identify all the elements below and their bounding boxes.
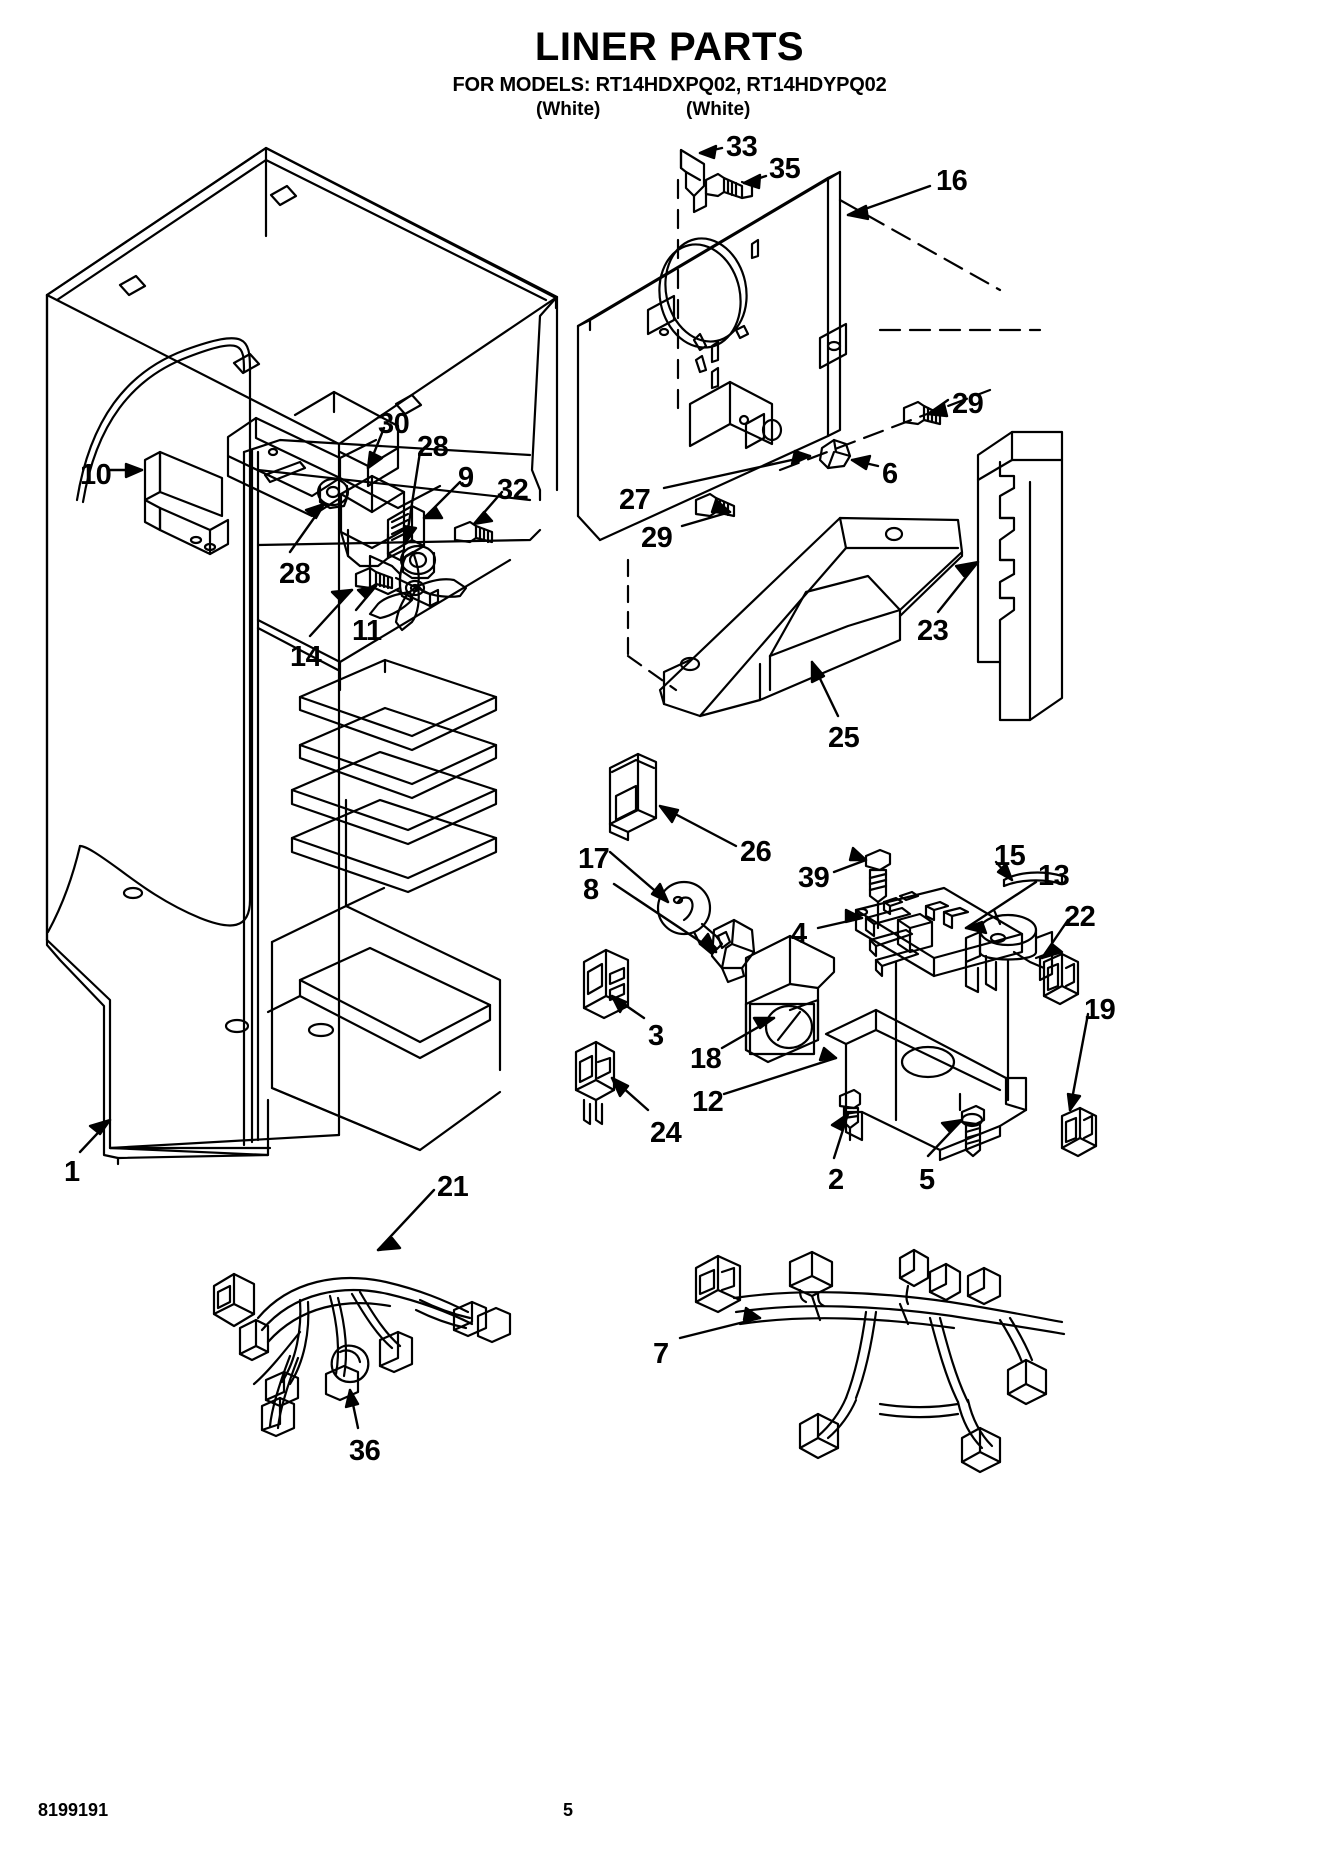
callout-number-29: 29 bbox=[641, 522, 673, 554]
part-24-connector bbox=[574, 1040, 616, 1126]
callout-number-11: 11 bbox=[352, 615, 382, 647]
part-11-fan-blade bbox=[368, 550, 468, 632]
callout-number-9: 9 bbox=[458, 462, 474, 494]
footer-page-number: 5 bbox=[562, 1800, 573, 1820]
callout-number-14: 14 bbox=[290, 641, 322, 673]
part-25-duct-cover bbox=[658, 516, 964, 718]
part-5-screw bbox=[960, 1104, 986, 1158]
callout-number-12: 12 bbox=[692, 1086, 724, 1118]
callout-number-35: 35 bbox=[769, 153, 801, 185]
callout-number-25: 25 bbox=[828, 722, 860, 754]
part-14-screw bbox=[354, 566, 394, 590]
callout-number-7: 7 bbox=[653, 1338, 669, 1370]
part-8-lamp-socket bbox=[710, 918, 756, 984]
callout-number-36: 36 bbox=[349, 1435, 381, 1467]
page-title: LINER PARTS bbox=[534, 25, 805, 69]
part-23-side-trim bbox=[976, 430, 1064, 722]
cabinet-liner-assembly bbox=[45, 146, 559, 1166]
part-21-wiring-harness bbox=[212, 1272, 512, 1438]
callout-number-33: 33 bbox=[726, 131, 758, 163]
part-19-connector bbox=[1060, 1106, 1098, 1158]
callout-number-1: 1 bbox=[64, 1156, 80, 1188]
callout-number-5: 5 bbox=[919, 1164, 935, 1196]
callout-number-28: 28 bbox=[417, 431, 449, 463]
model-subtitle: FOR MODELS: RT14HDXPQ02, RT14HDYPQ02 bbox=[452, 74, 887, 96]
part-33-clip bbox=[679, 148, 708, 214]
part-39-screw bbox=[864, 848, 892, 930]
finish-label-right: (White) bbox=[686, 99, 751, 120]
callout-number-21: 21 bbox=[437, 1171, 469, 1203]
part-32-screw bbox=[453, 520, 494, 544]
leader-lines bbox=[78, 144, 1090, 1430]
callout-number-19: 19 bbox=[1084, 994, 1116, 1026]
page-footer: 8199191 5 bbox=[0, 1800, 1339, 1830]
callout-number-6: 6 bbox=[882, 458, 898, 490]
shelf-rails bbox=[290, 658, 498, 894]
part-4-control-board bbox=[854, 886, 1024, 1122]
callout-number-13: 13 bbox=[1038, 860, 1070, 892]
part-10-bracket bbox=[143, 450, 230, 556]
part-22-connector bbox=[1042, 952, 1080, 1006]
callout-number-3: 3 bbox=[648, 1020, 664, 1052]
finish-label-left: (White) bbox=[536, 99, 601, 120]
page-header: LINER PARTS FOR MODELS: RT14HDXPQ02, RT1… bbox=[0, 26, 1339, 125]
callout-number-28: 28 bbox=[279, 558, 311, 590]
finish-row: (White) (White) bbox=[0, 99, 1339, 125]
part-13-defrost-thermostat bbox=[964, 908, 1054, 1102]
callout-number-4: 4 bbox=[791, 918, 807, 950]
callout-number-24: 24 bbox=[650, 1117, 682, 1149]
callout-number-17: 17 bbox=[578, 843, 610, 875]
part-16-rear-panel bbox=[576, 170, 1042, 692]
part-7-wiring-harness bbox=[694, 1248, 1066, 1474]
callout-number-39: 39 bbox=[798, 862, 830, 894]
callout-number-10: 10 bbox=[80, 459, 112, 491]
part-35-screw bbox=[704, 172, 754, 200]
callout-number-27: 27 bbox=[619, 484, 651, 516]
callout-number-16: 16 bbox=[936, 165, 968, 197]
callout-number-2: 2 bbox=[828, 1164, 844, 1196]
callout-number-22: 22 bbox=[1064, 901, 1096, 933]
part-6-plug bbox=[818, 438, 852, 470]
part-12-drain-pan bbox=[824, 1008, 1028, 1162]
part-26-terminal-block bbox=[608, 752, 658, 842]
air-duct-bracket bbox=[226, 390, 442, 518]
callout-number-32: 32 bbox=[497, 474, 529, 506]
callout-number-26: 26 bbox=[740, 836, 772, 868]
part-36-splice bbox=[330, 1344, 370, 1384]
callout-number-30: 30 bbox=[378, 408, 410, 440]
callout-number-15: 15 bbox=[994, 840, 1026, 872]
callout-number-18: 18 bbox=[690, 1043, 722, 1075]
callout-number-29: 29 bbox=[952, 388, 984, 420]
footer-part-number: 8199191 bbox=[38, 1800, 109, 1820]
callout-number-8: 8 bbox=[583, 874, 599, 906]
callout-number-23: 23 bbox=[917, 615, 949, 647]
part-18-light-housing bbox=[744, 934, 836, 1064]
